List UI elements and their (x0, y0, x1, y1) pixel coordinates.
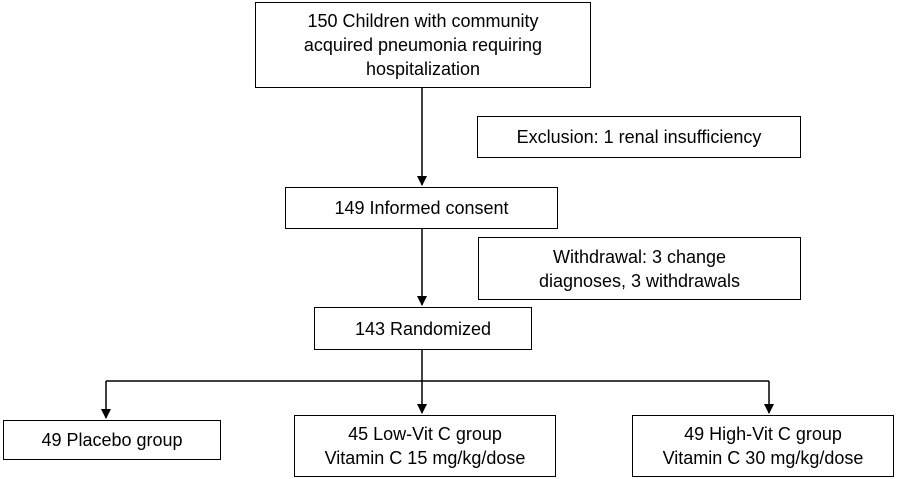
randomized-box: 143 Randomized (314, 307, 532, 350)
placebo-group-text: 49 Placebo group (41, 430, 183, 450)
low-vit-c-line-2: Vitamin C 15 mg/kg/dose (324, 448, 526, 468)
enrollment-line-2: acquired pneumonia requiring (303, 35, 543, 55)
placebo-group-box: 49 Placebo group (3, 420, 221, 460)
consent-box: 149 Informed consent (285, 187, 558, 229)
withdrawal-box: Withdrawal: 3 change diagnoses, 3 withdr… (478, 237, 801, 300)
high-vit-c-group-box: 49 High-Vit C group Vitamin C 30 mg/kg/d… (632, 415, 894, 477)
low-vit-c-group-box: 45 Low-Vit C group Vitamin C 15 mg/kg/do… (294, 415, 556, 477)
enrollment-box: 150 Children with community acquired pne… (255, 2, 591, 88)
randomized-text: 143 Randomized (354, 318, 492, 339)
high-vit-c-line-2: Vitamin C 30 mg/kg/dose (662, 448, 864, 468)
enrollment-line-3: hospitalization (365, 59, 481, 79)
exclusion-box: Exclusion: 1 renal insufficiency (477, 116, 801, 158)
consent-text: 149 Informed consent (334, 198, 509, 218)
withdrawal-line-1: Withdrawal: 3 change (552, 246, 727, 267)
withdrawal-line-2: diagnoses, 3 withdrawals (538, 270, 741, 291)
enrollment-line-1: 150 Children with community (307, 11, 539, 31)
high-vit-c-line-1: 49 High-Vit C group (684, 424, 842, 444)
low-vit-c-line-1: 45 Low-Vit C group (348, 424, 502, 444)
exclusion-text: Exclusion: 1 renal insufficiency (516, 127, 762, 147)
